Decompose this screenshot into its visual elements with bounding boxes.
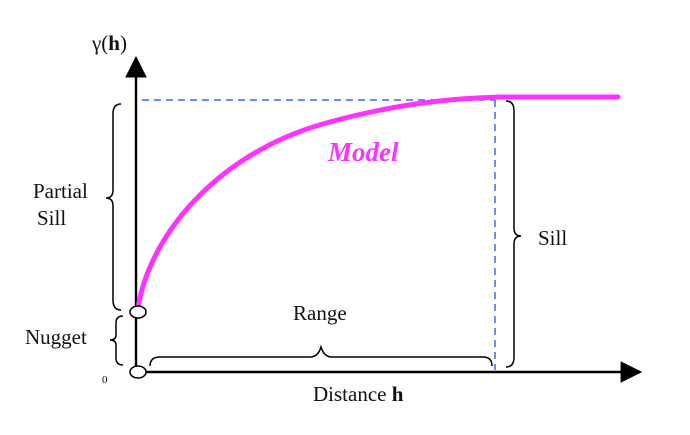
partial-sill-label: Partial Sill [33,179,93,230]
sill-brace [505,100,522,368]
model-curve [135,94,621,311]
nugget-brace [109,315,124,366]
model-label: Model [327,137,399,167]
origin-label: 0 [102,374,108,386]
partial-sill-brace [105,103,122,311]
nugget-label: Nugget [25,325,87,349]
range-brace [149,344,493,367]
nugget-point [129,305,147,319]
sill-label: Sill [538,226,567,250]
x-axis-label: Distance h [313,382,404,406]
range-label: Range [293,301,347,325]
y-axis-label: γ(h) [91,31,127,55]
origin-point [129,365,147,379]
